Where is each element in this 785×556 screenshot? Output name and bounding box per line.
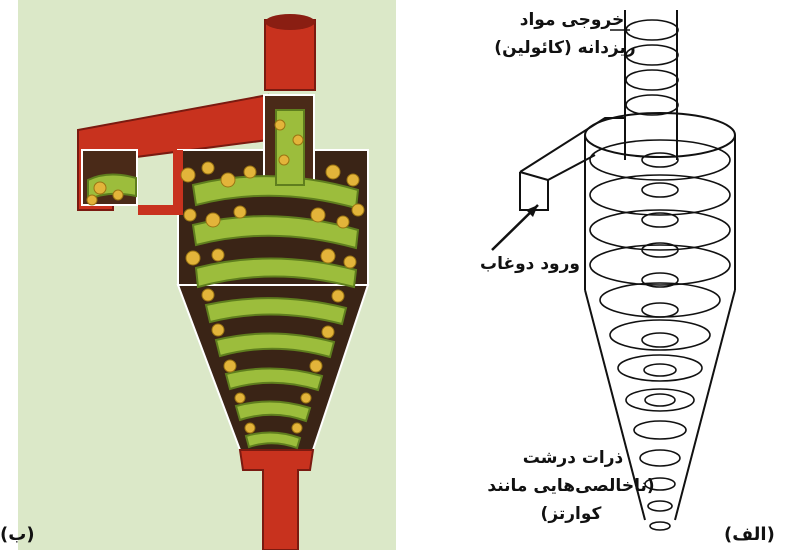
cutaway-drawing — [18, 0, 396, 550]
inlet-label: ورود دوغاب — [470, 252, 590, 276]
coarse-label-line1: ذرات درشت — [508, 446, 638, 470]
overflow-pipe — [265, 20, 315, 90]
coarse-label-line2: (ناخالصی‌هایی مانند — [486, 474, 656, 498]
output-label-line2: ریزدانه (کائولین) — [490, 36, 640, 60]
coarse-label-line3: کوارتز) — [516, 502, 626, 526]
panel-tag-a: (الف) — [724, 524, 775, 545]
hydrocyclone-schematic: خروجی مواد ریزدانه (کائولین) ورود دوغاب … — [420, 0, 785, 556]
output-label-line1: خروجی مواد — [502, 8, 642, 32]
panel-tag-b: (ب) — [0, 524, 35, 545]
inlet-pipe — [520, 155, 595, 210]
schematic-drawing — [420, 0, 785, 556]
hydrocyclone-cutaway-illustration — [18, 0, 396, 550]
